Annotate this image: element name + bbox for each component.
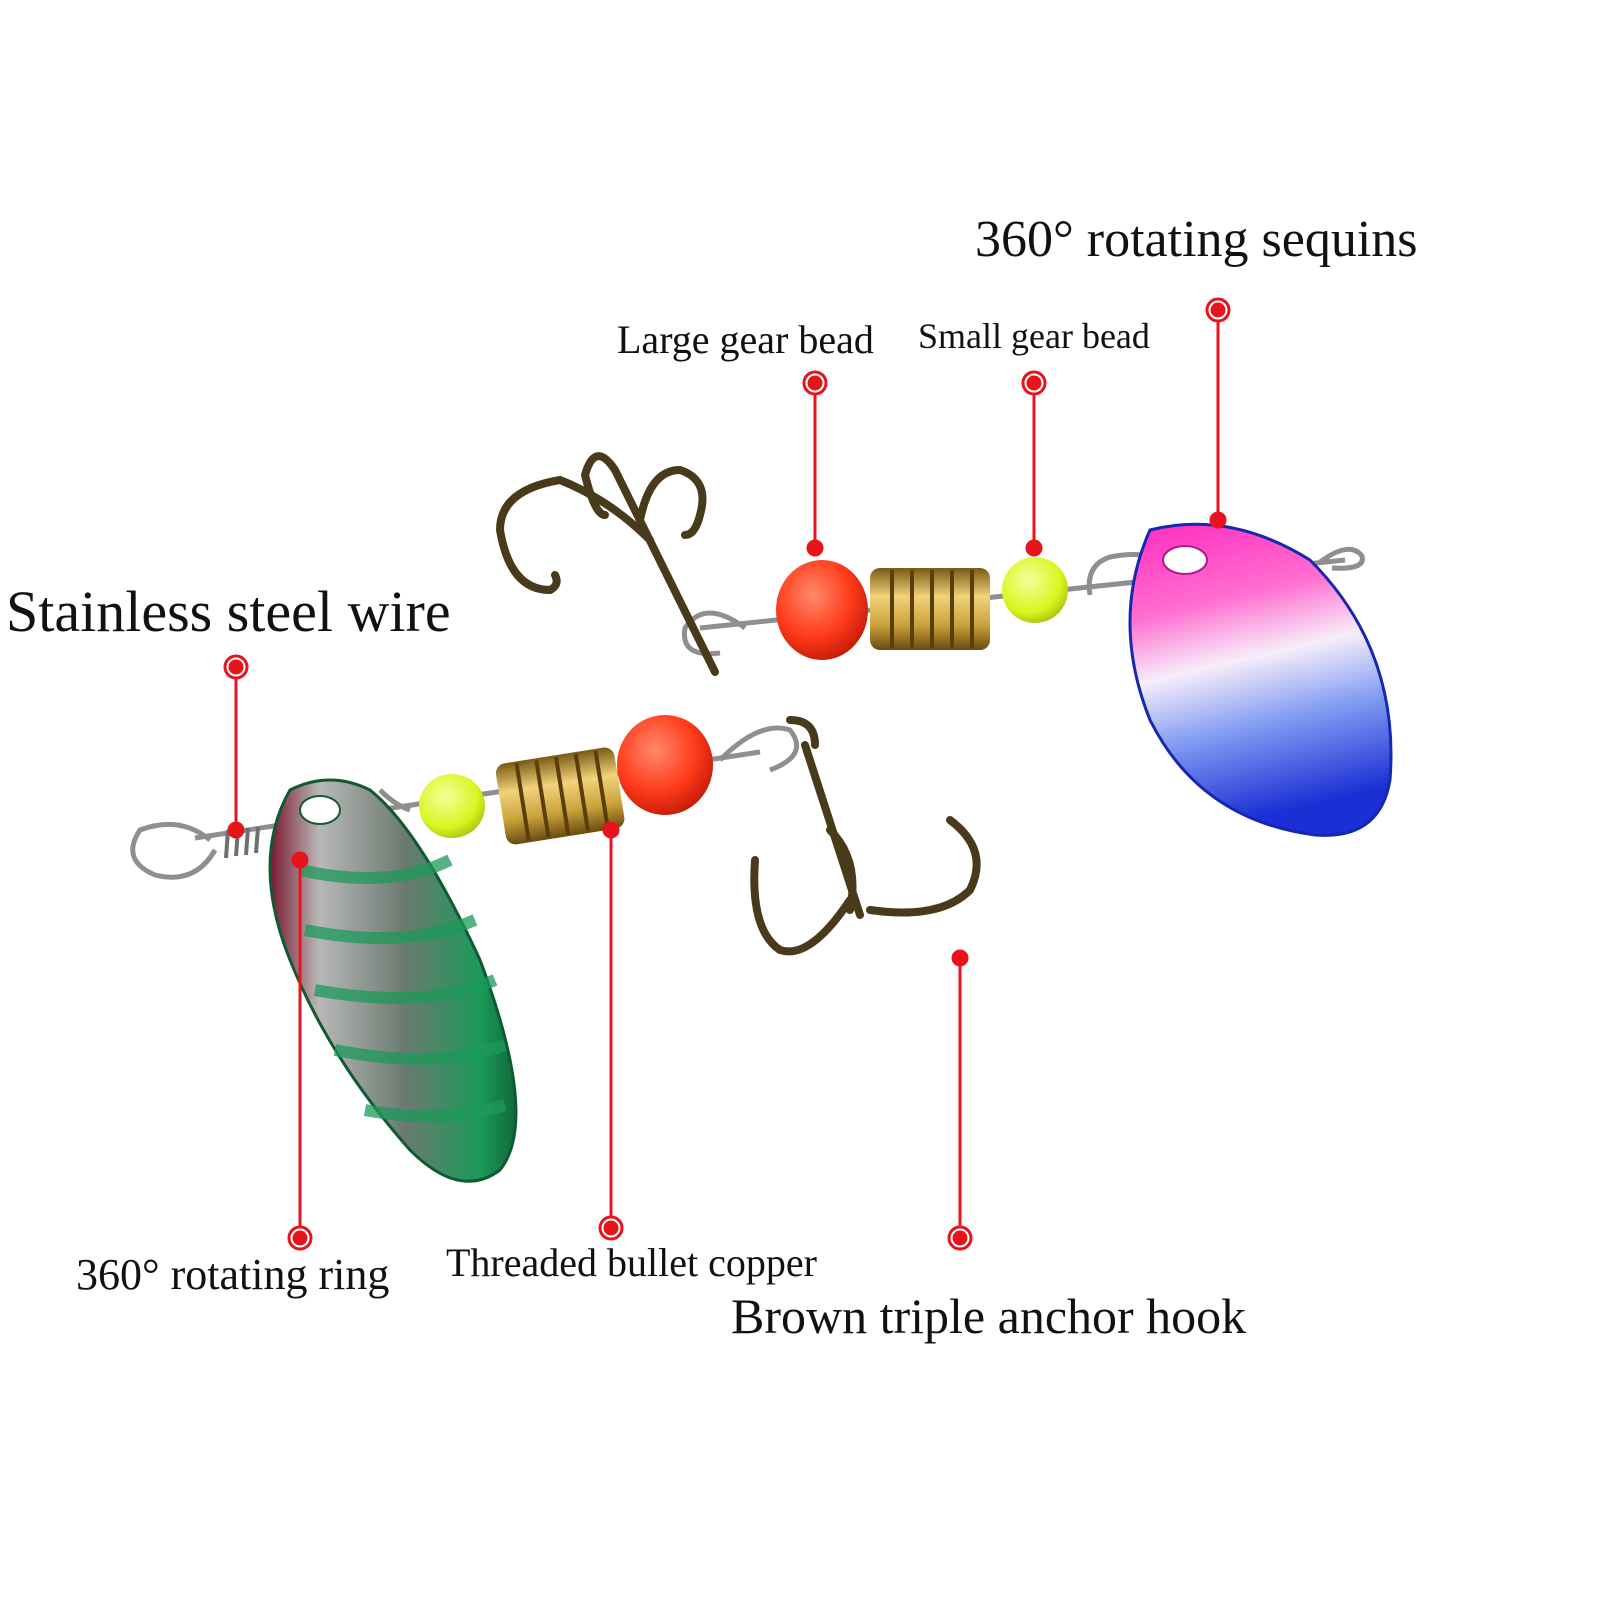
lower-lure bbox=[130, 715, 981, 1183]
label-small-gear-bead: Small gear bead bbox=[918, 316, 1150, 356]
upper-small-gear-bead bbox=[1002, 557, 1068, 623]
marker-brown-triple-anchor-hook-end bbox=[951, 949, 969, 967]
label-large-gear-bead: Large gear bead bbox=[617, 317, 874, 362]
lower-hook-loop bbox=[718, 725, 800, 773]
lower-clevis bbox=[378, 788, 411, 813]
upper-blade-hole bbox=[1162, 545, 1208, 575]
lower-blade-hole bbox=[299, 795, 341, 825]
label-stainless-steel-wire: Stainless steel wire bbox=[6, 579, 451, 644]
upper-treble-hook bbox=[495, 452, 719, 676]
upper-hook-loop bbox=[681, 610, 747, 657]
upper-threaded-bullet bbox=[870, 568, 990, 650]
lower-blade-stripes bbox=[298, 854, 508, 1123]
lower-treble-hook bbox=[750, 716, 981, 956]
marker-large-gear-bead-end bbox=[806, 539, 824, 557]
label-threaded-bullet-copper: Threaded bullet copper bbox=[446, 1240, 817, 1285]
callout-leaders bbox=[223, 297, 1231, 1251]
upper-lure bbox=[495, 452, 1393, 837]
marker-stainless-steel-wire-end bbox=[227, 821, 245, 839]
marker-rotating-ring-end bbox=[291, 851, 309, 869]
upper-large-gear-bead bbox=[776, 560, 868, 660]
label-rotating-sequins: 360° rotating sequins bbox=[975, 211, 1418, 268]
label-brown-triple-anchor-hook: Brown triple anchor hook bbox=[731, 1288, 1247, 1344]
lower-large-gear-bead bbox=[617, 715, 713, 815]
lower-wire-eye bbox=[130, 821, 218, 880]
marker-rotating-sequins-end bbox=[1209, 511, 1227, 529]
marker-small-gear-bead-end bbox=[1025, 539, 1043, 557]
upper-rotating-sequin-blade bbox=[1128, 522, 1393, 837]
lower-small-gear-bead bbox=[419, 774, 485, 838]
marker-threaded-bullet-copper-end bbox=[602, 821, 620, 839]
label-rotating-ring: 360° rotating ring bbox=[76, 1250, 390, 1299]
lower-threaded-bullet bbox=[495, 747, 625, 845]
upper-wire-eye bbox=[1318, 546, 1365, 571]
